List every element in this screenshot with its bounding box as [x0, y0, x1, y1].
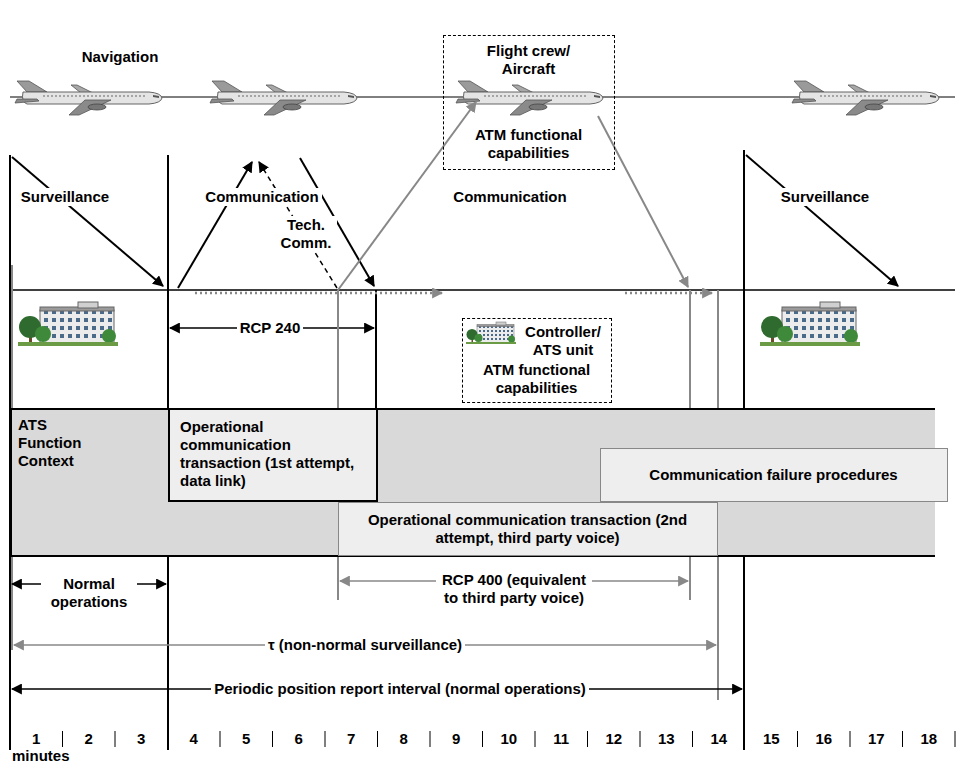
communication-arrow [178, 162, 252, 288]
minute-number: 3 [137, 730, 145, 748]
minute-number: 13 [658, 730, 675, 748]
axis-unit: minutes [12, 747, 70, 765]
function-band: ATS Function ContextOperational communic… [10, 408, 935, 557]
minute-number: 5 [242, 730, 250, 748]
box-heading: Flight crew/ Aircraft [471, 42, 587, 78]
minute-number: 11 [553, 730, 569, 748]
aircraft-icon [792, 81, 939, 115]
interval-label: τ (non-normal surveillance) [265, 636, 465, 654]
ats-unit-box: Controller/ ATS unitATM functional capab… [462, 318, 612, 403]
minute-number: 14 [710, 730, 727, 748]
communication-arrow [598, 116, 688, 287]
function-label: Surveillance [778, 188, 872, 206]
minute-number: 9 [452, 730, 460, 748]
ats-building-icon [760, 302, 860, 346]
rcp-boundary [375, 290, 377, 408]
failure-box: Communication failure procedures [600, 448, 948, 502]
interval-label: RCP 240 [237, 319, 304, 337]
function-label: Navigation [82, 48, 159, 66]
minute-number: 15 [763, 730, 780, 748]
minute-number: 1 [32, 730, 40, 748]
minute-number: 7 [347, 730, 355, 748]
function-label: Communication [450, 188, 569, 206]
box-body: ATM functional capabilities [459, 126, 599, 162]
ats-building-icon [18, 302, 118, 346]
aircraft-icon [456, 81, 603, 115]
dotted-arrow [195, 292, 442, 295]
ats-building-icon [466, 322, 516, 344]
ground-line [10, 289, 955, 291]
box-body: ATM functional capabilities [463, 361, 610, 397]
minute-number: 16 [815, 730, 832, 748]
transaction-box: Operational communication transaction (1… [168, 408, 378, 502]
box-text: Operational communication transaction (2… [353, 511, 703, 547]
minute-number: 17 [868, 730, 885, 748]
minute-number: 6 [295, 730, 303, 748]
technical-communication-arrow [259, 162, 337, 288]
minute-number: 2 [85, 730, 93, 748]
interval-label: Periodic position report interval (norma… [211, 680, 589, 698]
minute-number: 12 [605, 730, 622, 748]
interval-label: Normal operations [41, 575, 137, 611]
minute-number: 4 [190, 730, 198, 748]
minute-number: 8 [400, 730, 408, 748]
minute-number: 10 [500, 730, 517, 748]
transaction-box: Operational communication transaction (2… [338, 502, 718, 556]
aircraft-box: Flight crew/ AircraftATM functional capa… [443, 35, 615, 170]
function-label: Communication [202, 188, 321, 206]
aircraft-icon [210, 81, 357, 115]
interval-label: RCP 400 (equivalent to third party voice… [436, 571, 592, 607]
box-text: Operational communication transaction (1… [180, 418, 365, 490]
box-heading: Controller/ ATS unit [519, 323, 607, 359]
dotted-arrow [625, 292, 712, 295]
surveillance-arrow [12, 157, 163, 286]
minute-number: 18 [920, 730, 937, 748]
minute-ticks [63, 731, 956, 747]
surveillance-arrow [746, 155, 898, 286]
function-label: Surveillance [18, 188, 112, 206]
function-label: Tech. Comm. [275, 216, 337, 252]
box-text: Communication failure procedures [614, 466, 934, 484]
aircraft-icon [15, 81, 162, 115]
band-heading: ATS Function Context [18, 416, 98, 470]
